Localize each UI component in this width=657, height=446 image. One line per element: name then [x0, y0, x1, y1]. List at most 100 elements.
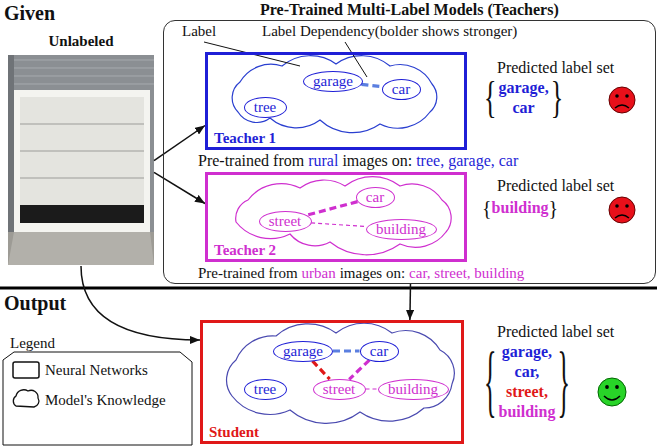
decor-line: [8, 76, 154, 77]
decor-path: [604, 396, 620, 400]
sad-face: [609, 87, 635, 113]
decor-line: [8, 68, 154, 69]
decor-path: [615, 215, 629, 218]
decor-circle: [615, 94, 619, 98]
decor-line: [8, 84, 154, 85]
predicted-label: building: [498, 402, 555, 422]
dependency-line: [311, 223, 366, 227]
note-text: tree, garage, car: [416, 151, 518, 170]
happy-face: [598, 378, 626, 406]
label-ellipse: car: [382, 79, 421, 100]
label-text: building: [376, 220, 426, 238]
label-text: car: [370, 342, 388, 360]
decor-circle: [605, 385, 609, 389]
output-heading: Predicted label set: [497, 176, 614, 195]
decor-line: [20, 177, 144, 179]
knowledge-cloud: [232, 56, 437, 133]
decor-circle: [615, 385, 619, 389]
label-row: garage,car{}: [482, 78, 565, 118]
decor-circle: [609, 197, 635, 223]
wall-edge: [8, 55, 14, 232]
legend-frame: [3, 352, 192, 445]
sad-face: [609, 197, 635, 223]
node-title: Teacher 2: [214, 241, 276, 259]
door-trim: [14, 90, 150, 232]
predicted-label: car,: [515, 362, 540, 382]
door-panels: [20, 124, 144, 178]
brace: }: [555, 342, 571, 423]
garage-photo: [8, 55, 154, 265]
knowledge-cloud: [227, 323, 455, 423]
note-text: rural: [308, 151, 338, 170]
legend-text: Model's Knowledge: [45, 391, 166, 409]
predicted-label: car: [512, 98, 534, 118]
network-box: Teacher 2carstreetbuilding: [205, 172, 467, 262]
label-ellipse: car: [360, 341, 399, 362]
label-text: garage: [313, 72, 353, 90]
decor-circle: [598, 378, 626, 406]
legend-box-sample: [13, 362, 39, 378]
garage-door: [20, 97, 144, 205]
network-box: Teacher 1 garage car tree: [205, 52, 467, 150]
driveway: [8, 232, 154, 265]
teacher-group: Pre-Trained Multi-Label Models (Teachers…: [163, 0, 656, 284]
decor-line: [8, 60, 154, 61]
flow-arrow: [154, 126, 205, 161]
section-divider: [0, 287, 657, 290]
decor-line: [20, 150, 144, 152]
note-text: car, street, building: [409, 264, 524, 282]
label-text: tree: [254, 98, 276, 116]
siding-lines: [8, 60, 154, 84]
label-text: car: [392, 80, 410, 98]
dependency-line: [366, 388, 378, 389]
brace: }: [549, 196, 559, 220]
label-row: Pre-trained fromurbanimages on:car, stre…: [198, 264, 524, 282]
note-text: urban: [302, 264, 336, 282]
legend-title: Legend: [10, 334, 55, 352]
decor-line: [20, 123, 144, 125]
node-title: Pre-Trained Multi-Label Models (Teachers…: [260, 0, 559, 19]
predicted-label: street,: [506, 382, 548, 402]
label-row: garage,car,street,building{}: [482, 342, 572, 422]
note-text: Pre-trained from: [198, 264, 298, 282]
section-title: Given: [4, 1, 55, 25]
label-text: street: [323, 380, 355, 398]
dependency-line: [307, 202, 358, 215]
label-ellipse: street: [313, 379, 366, 400]
decor-circle: [615, 204, 619, 208]
node-title: Student: [209, 423, 259, 441]
legend-cloud-sample: [13, 390, 39, 407]
label-ellipse: tree: [244, 97, 287, 118]
flow-arrow: [154, 172, 205, 203]
note-text: Pre-trained from: [198, 151, 304, 170]
dependency-line: [361, 84, 382, 86]
door-gap: [20, 205, 144, 223]
predicted-label: garage,: [502, 342, 552, 362]
predicted-label: garage,: [498, 78, 548, 98]
brace: }: [549, 76, 565, 120]
flow-arrow: [409, 284, 411, 320]
brace: {: [482, 196, 492, 220]
brace: {: [482, 342, 498, 423]
note-text: images on:: [340, 264, 405, 282]
label-ellipse: street: [259, 211, 312, 232]
note-text: images on:: [342, 151, 412, 170]
decor-circle: [625, 204, 629, 208]
input-image: Unlabeled: [8, 32, 154, 266]
node-title: Teacher 1: [214, 129, 276, 147]
callout-label: Label Dependency(bolder shows stronger): [262, 22, 517, 40]
callout-label: Label: [182, 22, 216, 40]
legend-text: Neural Networks: [45, 361, 148, 379]
label-ellipse: building: [366, 219, 437, 240]
label-ellipse: garage: [273, 341, 333, 362]
label-text: building: [388, 380, 438, 398]
label-text: garage: [283, 342, 323, 360]
label-ellipse: garage: [303, 71, 363, 92]
label-ellipse: tree: [244, 379, 287, 400]
dependency-line: [333, 349, 360, 352]
decor-path: [615, 105, 629, 108]
siding-wall: [8, 55, 154, 265]
predicted-label: building: [492, 198, 549, 217]
flow-arrow: [81, 266, 200, 340]
